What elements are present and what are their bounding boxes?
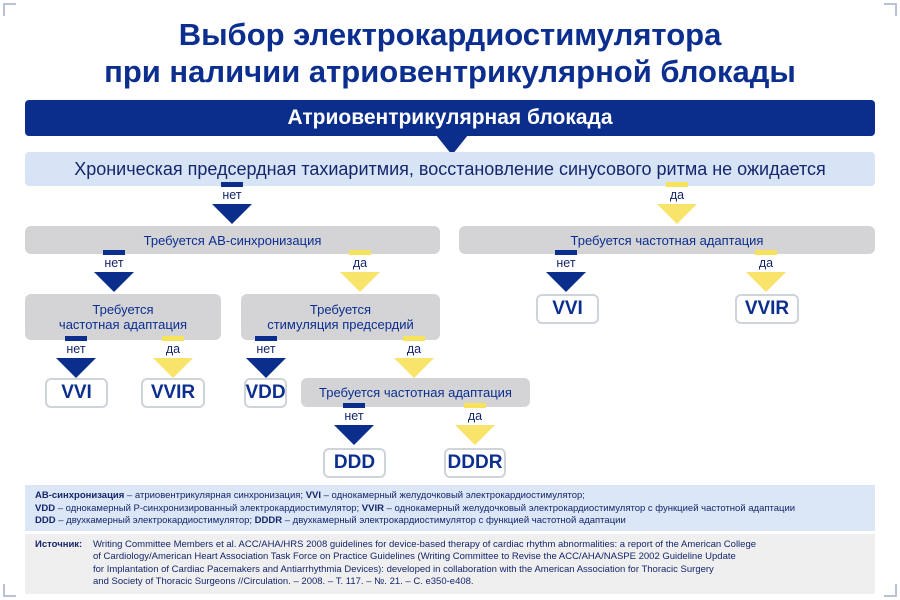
arrow-down-icon bbox=[246, 358, 286, 378]
corner-bracket-bottom-left bbox=[3, 584, 16, 597]
legend-term: АВ-синхронизация bbox=[35, 490, 125, 501]
connector-no-to-vvi-left: нет bbox=[56, 336, 96, 378]
arrow-down-icon bbox=[153, 358, 193, 378]
connector-label-yes: да bbox=[758, 256, 774, 270]
connector-no-to-vdd: нет bbox=[246, 336, 286, 378]
connector-label-no: нет bbox=[222, 188, 242, 202]
arrow-down-icon bbox=[455, 425, 495, 445]
connector-stub bbox=[403, 336, 425, 341]
source-line: and Society of Thoracic Surgeons //Circu… bbox=[93, 575, 474, 587]
connector-label-yes: да bbox=[352, 256, 368, 270]
node-rate-adapt-left-line2: частотная адаптация bbox=[58, 317, 188, 332]
connector-label-yes: да bbox=[165, 342, 181, 356]
connector-label-yes: да bbox=[406, 342, 422, 356]
source-line: Writing Committee Members et al. ACC/AHA… bbox=[93, 539, 757, 550]
connector-label-no: нет bbox=[66, 342, 86, 356]
arrow-down-icon bbox=[746, 272, 786, 292]
connector-label-yes: да bbox=[669, 188, 685, 202]
node-atrial-pacing-line1: Требуется bbox=[309, 302, 372, 317]
result-vvir-right: VVIR bbox=[735, 294, 799, 324]
connector-yes-to-vvir-left: да bbox=[153, 336, 193, 378]
page-title: Выбор электрокардиостимулятора при налич… bbox=[0, 16, 900, 90]
node-atrial-pacing-line2: стимуляция предсердий bbox=[267, 317, 414, 332]
page-title-line1: Выбор электрокардиостимулятора bbox=[178, 17, 722, 52]
connector-stub bbox=[343, 403, 365, 408]
connector-yes-to-rate-adapt-bottom: да bbox=[394, 336, 434, 378]
connector-stub bbox=[221, 182, 243, 187]
legend-row-2: VDD – однокамерный P-синхронизированный … bbox=[35, 503, 865, 516]
connector-stub bbox=[555, 250, 577, 255]
connector-label-no: нет bbox=[344, 409, 364, 423]
result-vvir-left: VVIR bbox=[141, 378, 205, 408]
connector-label-no: нет bbox=[256, 342, 276, 356]
node-atrial-pacing: Требуется стимуляция предсердий bbox=[241, 294, 440, 340]
connector-no-to-rate-adapt-left: нет bbox=[94, 250, 134, 292]
legend-row-3: DDD – двухкамерный электрокардиостимулят… bbox=[35, 515, 865, 528]
legend-definition: – двухкамерный электрокардиостимулятор; bbox=[55, 515, 255, 526]
legend-definition: – однокамерный желудочковый электрокарди… bbox=[321, 490, 585, 501]
abbreviations-legend: АВ-синхронизация – атриовентрикулярная с… bbox=[25, 485, 875, 531]
question-chronic-tachyarrhythmia: Хроническая предсердная тахиаритмия, вос… bbox=[25, 152, 875, 186]
legend-term: VVIR bbox=[361, 502, 384, 514]
legend-definition: – однокамерный P-синхронизированный элек… bbox=[55, 502, 362, 514]
node-rate-adapt-left-line1: Требуется bbox=[92, 302, 154, 317]
connector-label-no: нет bbox=[556, 256, 576, 270]
legend-row-1: АВ-синхронизация – атриовентрикулярная с… bbox=[35, 490, 865, 503]
result-vdd: VDD bbox=[244, 378, 287, 408]
connector-yes-to-dddr: да bbox=[455, 403, 495, 445]
legend-definition: – двухкамерный электрокардиостимулятор с… bbox=[282, 515, 626, 526]
legend-term: VVI bbox=[305, 490, 321, 501]
arrow-down-icon bbox=[657, 204, 697, 224]
connector-yes-to-rate-adapt-right: да bbox=[657, 182, 697, 224]
connector-yes-to-atrial-pacing: да bbox=[340, 250, 380, 292]
node-rate-adapt-bottom: Требуется частотная адаптация bbox=[301, 378, 530, 407]
connector-stub bbox=[65, 336, 87, 341]
source-line: of Cardiology/American Heart Association… bbox=[93, 551, 736, 563]
legend-definition: – однокамерный желудочковый электрокарди… bbox=[383, 502, 796, 514]
result-dddr: DDDR bbox=[444, 448, 506, 478]
connector-label-no: нет bbox=[104, 256, 124, 270]
connector-no-to-vvi-right: нет bbox=[546, 250, 586, 292]
arrow-down-icon bbox=[334, 425, 374, 445]
page-title-line2: при наличии атриовентрикулярной блокады bbox=[104, 54, 796, 89]
arrow-down-icon bbox=[340, 272, 380, 292]
corner-bracket-top-right bbox=[884, 3, 897, 16]
connector-stub bbox=[162, 336, 184, 341]
arrow-down-icon bbox=[56, 358, 96, 378]
node-rate-adapt-right: Требуется частотная адаптация bbox=[459, 226, 875, 254]
result-vvi-right: VVI bbox=[536, 294, 599, 324]
corner-bracket-top-left bbox=[3, 3, 16, 16]
connector-no-to-ddd: нет bbox=[334, 403, 374, 445]
connector-stub bbox=[666, 182, 688, 187]
source-citation: Источник: Writing Committee Members et a… bbox=[25, 534, 875, 594]
av-block-banner: Атриовентрикулярная блокада bbox=[25, 100, 875, 136]
connector-stub bbox=[349, 250, 371, 255]
arrow-down-icon bbox=[94, 272, 134, 292]
node-rate-adapt-left: Требуется частотная адаптация bbox=[25, 294, 221, 340]
banner-pointer bbox=[436, 135, 468, 155]
legend-term: VDD bbox=[35, 502, 56, 514]
source-text: Writing Committee Members et al. ACC/AHA… bbox=[93, 539, 865, 589]
result-vvi-left: VVI bbox=[45, 378, 108, 408]
arrow-down-icon bbox=[212, 204, 252, 224]
legend-definition: – атриовентрикулярная синхронизация; bbox=[124, 490, 306, 501]
source-line: for Implantation of Cardiac Pacemakers a… bbox=[93, 563, 714, 575]
connector-label-yes: да bbox=[467, 409, 483, 423]
result-ddd: DDD bbox=[323, 448, 386, 478]
connector-stub bbox=[255, 336, 277, 341]
corner-bracket-bottom-right bbox=[884, 584, 897, 597]
connector-yes-to-vvir-right: да bbox=[746, 250, 786, 292]
legend-term: DDD bbox=[35, 515, 56, 526]
arrow-down-icon bbox=[546, 272, 586, 292]
arrow-down-icon bbox=[394, 358, 434, 378]
connector-stub bbox=[464, 403, 486, 408]
legend-term: DDDR bbox=[254, 515, 283, 526]
source-label: Источник: bbox=[35, 539, 83, 550]
node-av-sync: Требуется АВ-синхронизация bbox=[25, 226, 440, 254]
connector-stub bbox=[755, 250, 777, 255]
connector-stub bbox=[103, 250, 125, 255]
connector-no-to-av-sync: нет bbox=[212, 182, 252, 224]
